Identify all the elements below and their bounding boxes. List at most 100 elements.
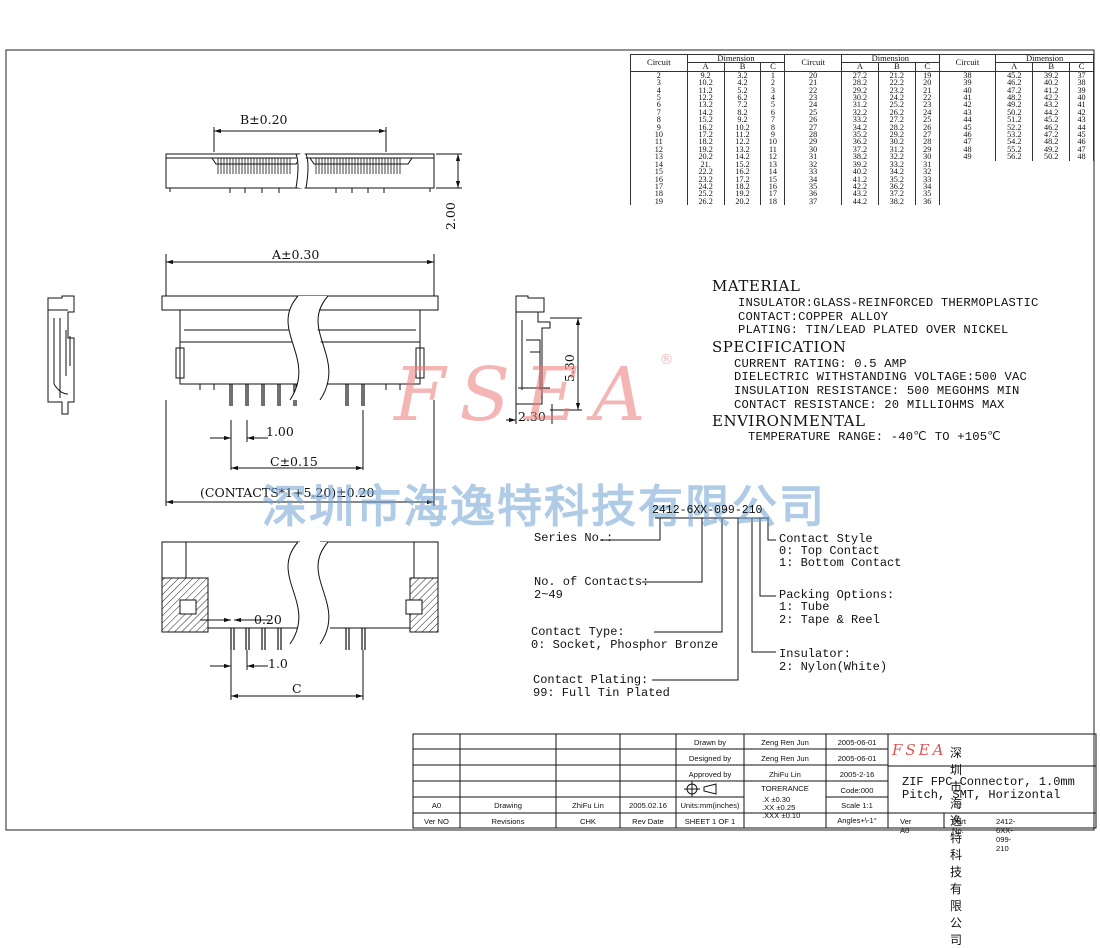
table-cell: 40.2 bbox=[1032, 78, 1071, 87]
dimension-col-header: C bbox=[1069, 62, 1094, 72]
table-cell: 43 bbox=[1069, 115, 1094, 124]
dimension-header: Dimension bbox=[840, 54, 940, 64]
table-cell: 34.2 bbox=[877, 167, 916, 176]
table-cell: 49 bbox=[938, 152, 997, 161]
table-cell: 37.2 bbox=[877, 189, 916, 198]
watermark-brand: FSEA® bbox=[394, 352, 674, 438]
drawn-date: 2005-06-01 bbox=[837, 738, 877, 747]
table-cell: 20.2 bbox=[723, 197, 762, 206]
circuit-header: Circuit bbox=[784, 54, 842, 72]
dimension-col-header: C bbox=[760, 62, 786, 72]
table-cell: 24.2 bbox=[877, 93, 916, 102]
material-line: INSULATOR:GLASS-REINFORCED THERMOPLASTIC bbox=[738, 296, 1039, 310]
spec-line: INSULATION RESISTANCE: 500 MEGOHMS MIN bbox=[734, 383, 1020, 398]
contact-type-label: Contact Type: bbox=[531, 625, 625, 639]
packing-1: 1: Tube bbox=[779, 600, 830, 614]
dimension-col-header: B bbox=[1032, 62, 1071, 72]
table-cell: 17.2 bbox=[723, 175, 762, 183]
table-cell: 38 bbox=[1069, 78, 1094, 87]
dim-height: 2.00 bbox=[443, 202, 458, 230]
approved-by: ZhiFu Lin bbox=[769, 770, 801, 779]
callout-lines bbox=[600, 517, 776, 681]
table-cell: 26.2 bbox=[877, 108, 916, 117]
table-cell: 45 bbox=[1069, 130, 1094, 139]
specs-block: MATERIAL INSULATOR:GLASS-REINFORCED THER… bbox=[712, 277, 1092, 445]
table-cell: 32 bbox=[914, 167, 940, 176]
angles: Angles+\-1° bbox=[837, 816, 877, 825]
table-cell: 36.2 bbox=[877, 182, 916, 191]
table-cell: 39 bbox=[1069, 86, 1094, 94]
title-block-grid bbox=[412, 733, 1097, 829]
title-description: ZIF FPC Connector, 1.0mm Pitch, SMT, Hor… bbox=[902, 775, 1075, 802]
table-cell: 32.2 bbox=[877, 152, 916, 161]
hdr-revisions: Revisions bbox=[491, 817, 525, 826]
side-view-left bbox=[47, 295, 75, 415]
spec-line: CURRENT RATING: 0.5 AMP bbox=[734, 356, 907, 371]
table-cell: 19 bbox=[630, 197, 688, 206]
style-label: Contact Style bbox=[779, 532, 873, 546]
table-cell: 27.2 bbox=[877, 115, 916, 124]
table-cell: 42.2 bbox=[1032, 93, 1071, 102]
table-cell: 12.2 bbox=[723, 138, 762, 146]
contacts-value: 2~49 bbox=[534, 588, 563, 602]
hdr-rev-date: Rev Date bbox=[632, 817, 664, 826]
packing-label: Packing Options: bbox=[779, 588, 895, 602]
table-cell: 18.2 bbox=[723, 182, 762, 191]
dimension-header: Dimension bbox=[995, 54, 1094, 64]
table-cell: 50.2 bbox=[1032, 152, 1071, 161]
table-cell: 33 bbox=[914, 175, 940, 183]
tol-xx: .XX ±0.25 bbox=[762, 803, 796, 812]
front-view-main bbox=[161, 254, 439, 506]
table-cell: 9.2 bbox=[723, 115, 762, 124]
material-title: MATERIAL bbox=[712, 277, 801, 295]
table-cell: 23.2 bbox=[877, 86, 916, 94]
approved-by-label: Approved by bbox=[688, 770, 732, 779]
code: Code:000 bbox=[840, 786, 874, 795]
part-no-label: Part No. bbox=[952, 817, 966, 835]
table-cell: 44.2 bbox=[1032, 108, 1071, 117]
circuit-header: Circuit bbox=[938, 54, 997, 72]
packing-2: 2: Tape & Reel bbox=[779, 613, 880, 627]
designed-by: Zeng Ren Jun bbox=[761, 754, 809, 763]
table-cell: 3.2 bbox=[723, 71, 762, 79]
table-cell: 10.2 bbox=[723, 123, 762, 131]
hdr-chk: CHK bbox=[579, 817, 597, 826]
plating-value: 99: Full Tin Plated bbox=[533, 686, 670, 700]
insulator-label: Insulator: bbox=[779, 647, 852, 661]
dim-pin-width: 0.20 bbox=[254, 612, 282, 627]
table-cell: 36 bbox=[914, 197, 940, 206]
table-cell: 31.2 bbox=[877, 145, 916, 154]
dimension-header: Dimension bbox=[686, 54, 786, 64]
table-cell: 16.2 bbox=[723, 167, 762, 176]
dimension-col-header: C bbox=[914, 62, 940, 72]
dim-c-bottom: C bbox=[292, 681, 302, 696]
table-cell: 35 bbox=[914, 189, 940, 198]
series-label: Series No.: bbox=[534, 531, 614, 545]
env-line: TEMPERATURE RANGE: -40℃ TO +105℃ bbox=[748, 430, 1002, 445]
part-no: 2412-6XX-099-210 bbox=[996, 817, 1016, 853]
spec-line: DIELECTRIC WITHSTANDING VOLTAGE:500 VAC bbox=[734, 370, 1028, 385]
table-cell: 28.2 bbox=[877, 123, 916, 131]
designed-by-label: Designed by bbox=[688, 754, 732, 763]
table-cell: 47.2 bbox=[1032, 130, 1071, 139]
rev-revision: Drawing bbox=[494, 801, 522, 810]
scale: Scale 1:1 bbox=[841, 801, 873, 810]
spec-title: SPECIFICATION bbox=[712, 337, 847, 356]
sheet: SHEET 1 OF 1 bbox=[684, 817, 736, 826]
side-view-right bbox=[506, 295, 582, 424]
table-cell: 30.2 bbox=[877, 138, 916, 146]
table-cell: 47 bbox=[1069, 145, 1094, 154]
table-cell: 37 bbox=[1069, 71, 1094, 79]
table-cell: 15.2 bbox=[723, 160, 762, 169]
table-cell: 26.2 bbox=[686, 197, 725, 206]
rev-chk: ZhiFu Lin bbox=[572, 801, 604, 810]
table-cell: 29.2 bbox=[877, 130, 916, 139]
dim-side-height: 5.30 bbox=[562, 354, 577, 382]
circuit-header: Circuit bbox=[630, 54, 688, 72]
approved-date: 2005-2-16 bbox=[839, 770, 875, 779]
table-cell: 43.2 bbox=[1032, 101, 1071, 109]
material-line: CONTACT:COPPER ALLOY bbox=[738, 309, 889, 324]
dimension-col-header: B bbox=[723, 62, 762, 72]
table-cell: 41.2 bbox=[1032, 86, 1071, 94]
hdr-ver: Ver NO bbox=[424, 817, 449, 826]
